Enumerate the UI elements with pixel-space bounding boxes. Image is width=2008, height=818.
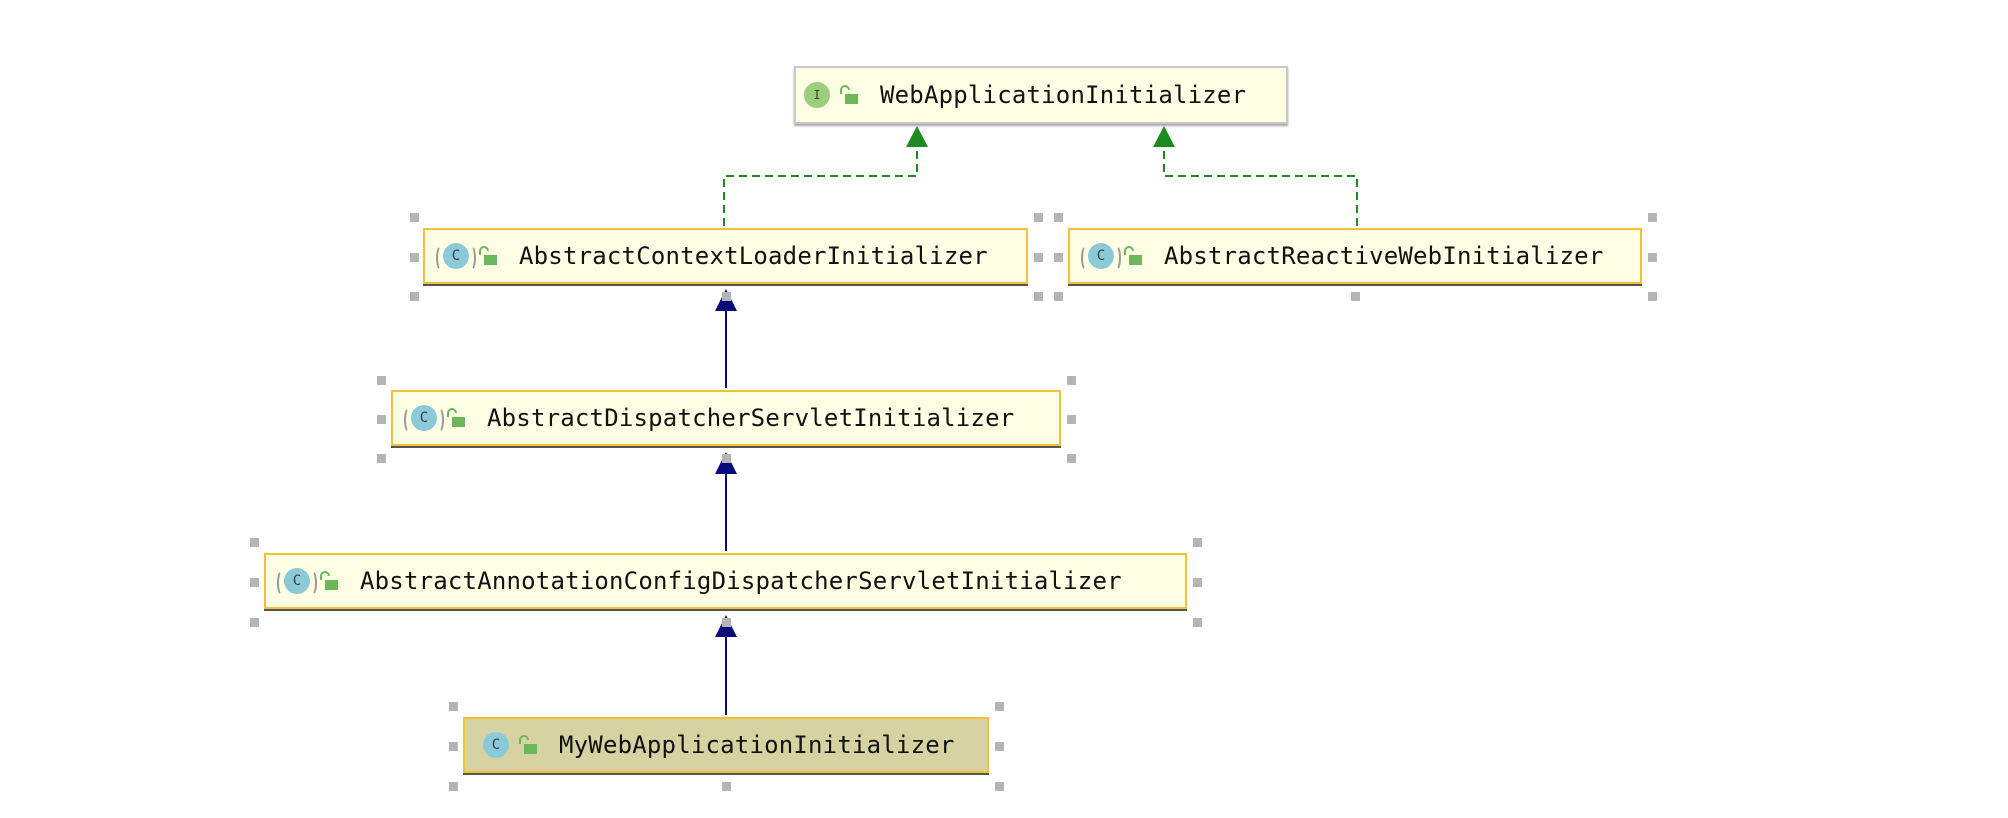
selection-handle bbox=[1193, 578, 1202, 587]
selection-handle bbox=[1034, 292, 1043, 301]
implements-arrowhead-context-loader bbox=[906, 126, 928, 147]
abstract-class-icon: C bbox=[1081, 243, 1121, 271]
extends-arrowhead-annotation-config bbox=[715, 452, 737, 474]
public-visibility-icon bbox=[447, 408, 465, 427]
implements-edge-reactive-web bbox=[1163, 146, 1358, 226]
selection-handle bbox=[1054, 292, 1063, 301]
node-label: AbstractAnnotationConfigDispatcherServle… bbox=[360, 567, 1122, 595]
selection-handle bbox=[1193, 538, 1202, 547]
selection-handle bbox=[1067, 376, 1076, 385]
selection-handle bbox=[1067, 454, 1076, 463]
node-abstract-context-loader-initializer[interactable]: C AbstractContextLoaderInitializer bbox=[423, 228, 1028, 284]
selection-handle bbox=[449, 702, 458, 711]
selection-handle bbox=[1648, 292, 1657, 301]
selection-handle bbox=[722, 782, 731, 791]
node-label: AbstractDispatcherServletInitializer bbox=[487, 404, 1015, 432]
public-visibility-icon bbox=[1124, 246, 1142, 265]
implements-edge-context-loader bbox=[723, 146, 918, 226]
abstract-class-icon: C bbox=[277, 568, 317, 596]
selection-handle bbox=[1648, 252, 1657, 262]
selection-handle bbox=[721, 618, 731, 627]
selection-handle bbox=[1648, 213, 1657, 222]
interface-icon: I bbox=[804, 82, 830, 108]
node-abstract-reactive-web-initializer[interactable]: C AbstractReactiveWebInitializer bbox=[1068, 228, 1642, 284]
selection-handle bbox=[722, 454, 731, 463]
selection-handle bbox=[1054, 252, 1063, 262]
public-visibility-icon bbox=[519, 735, 537, 754]
abstract-class-icon: C bbox=[436, 243, 476, 271]
selection-handle bbox=[410, 213, 419, 222]
selection-handle bbox=[250, 618, 259, 627]
node-abstract-dispatcher-servlet-initializer[interactable]: C AbstractDispatcherServletInitializer bbox=[391, 390, 1061, 446]
public-visibility-icon bbox=[479, 246, 497, 265]
node-label: AbstractContextLoaderInitializer bbox=[519, 242, 988, 270]
node-label: MyWebApplicationInitializer bbox=[559, 731, 955, 759]
selection-handle bbox=[377, 454, 386, 463]
selection-handle bbox=[1067, 415, 1076, 424]
selection-handle bbox=[250, 578, 259, 587]
selection-handle bbox=[377, 376, 386, 385]
selection-handle bbox=[1193, 618, 1202, 627]
node-label: AbstractReactiveWebInitializer bbox=[1164, 242, 1604, 270]
node-abstract-annotation-config-dispatcher-servlet-initializer[interactable]: C AbstractAnnotationConfigDispatcherServ… bbox=[264, 553, 1187, 609]
implements-arrowhead-reactive-web bbox=[1153, 126, 1175, 147]
node-label: WebApplicationInitializer bbox=[880, 81, 1247, 109]
selection-handle bbox=[1034, 213, 1043, 222]
selection-handle bbox=[410, 252, 419, 262]
selection-handle bbox=[1034, 252, 1043, 262]
public-visibility-icon bbox=[840, 85, 858, 104]
class-icon: C bbox=[483, 732, 509, 758]
selection-handle bbox=[995, 782, 1004, 791]
selection-handle bbox=[1351, 292, 1360, 301]
node-my-web-application-initializer[interactable]: C MyWebApplicationInitializer bbox=[463, 717, 989, 773]
selection-handle bbox=[1054, 213, 1063, 222]
selection-handle bbox=[250, 538, 259, 547]
node-web-application-initializer[interactable]: I WebApplicationInitializer bbox=[794, 66, 1288, 124]
abstract-class-icon: C bbox=[404, 405, 444, 433]
selection-handle bbox=[377, 415, 386, 424]
selection-handle bbox=[410, 292, 419, 301]
selection-handle bbox=[995, 702, 1004, 711]
selection-handle bbox=[722, 292, 731, 301]
public-visibility-icon bbox=[320, 571, 338, 590]
selection-handle bbox=[449, 782, 458, 791]
selection-handle bbox=[449, 742, 458, 751]
selection-handle bbox=[995, 742, 1004, 751]
